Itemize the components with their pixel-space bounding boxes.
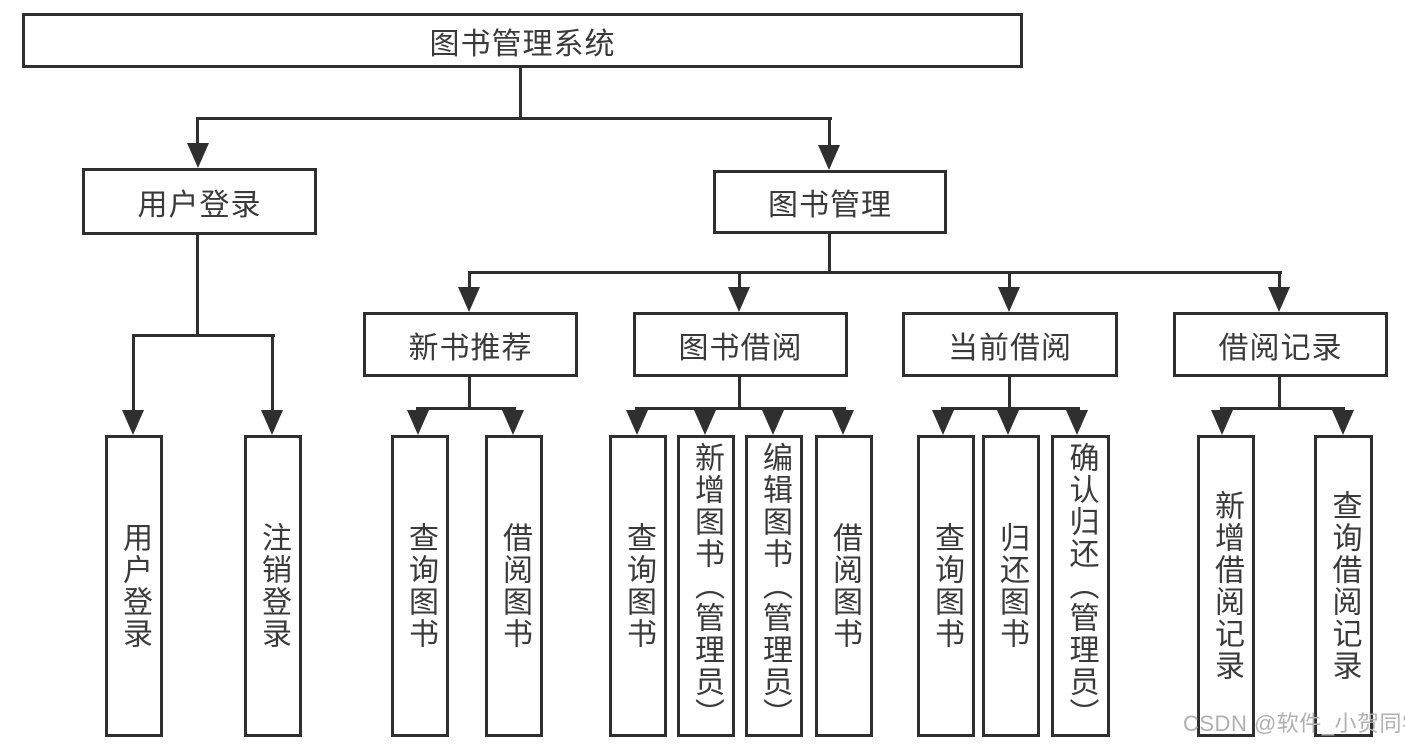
arrowhead-down-icon	[1066, 410, 1088, 435]
leaf-query-books-current: 查询图书	[917, 435, 975, 737]
watermark-text: CSDN @软件_小贺同学	[1183, 711, 1405, 736]
leaf-edit-book-admin: 编辑图书（管理员）	[745, 435, 803, 737]
connector-line	[828, 117, 831, 148]
node-label: 归还图书	[995, 522, 1028, 650]
leaf-return-book: 归还图书	[982, 435, 1040, 737]
arrowhead-down-icon	[728, 287, 750, 312]
node-label: 查询图书	[930, 522, 963, 650]
leaf-query-books-borrowing: 查询图书	[609, 435, 667, 737]
leaf-user-login: 用户登录	[105, 435, 163, 737]
node-label: 编辑图书（管理员）	[758, 442, 791, 730]
node-new-book-recommend: 新书推荐	[363, 312, 578, 377]
arrowhead-down-icon	[997, 410, 1019, 435]
node-label: 用户登录	[118, 522, 151, 650]
connector-line	[132, 334, 275, 337]
node-label: 新书推荐	[408, 331, 533, 365]
node-label: 新增图书（管理员）	[690, 442, 723, 730]
arrowhead-down-icon	[932, 410, 954, 435]
arrowhead-down-icon	[187, 143, 209, 168]
arrowhead-down-icon	[122, 410, 144, 435]
node-label: 图书借阅	[678, 331, 803, 365]
leaf-borrow-books-recommend: 借阅图书	[485, 435, 543, 737]
connector-line	[1220, 407, 1345, 410]
node-borrowing-records: 借阅记录	[1173, 312, 1388, 377]
arrowhead-down-icon	[1211, 410, 1233, 435]
connector-line	[271, 334, 274, 413]
arrowhead-down-icon	[832, 410, 854, 435]
connector-line	[132, 334, 135, 413]
connector-line	[1278, 375, 1281, 410]
arrowhead-down-icon	[762, 410, 784, 435]
leaf-query-borrow-record: 查询借阅记录	[1314, 435, 1373, 737]
node-label: 用户登录	[137, 188, 262, 222]
node-user-login: 用户登录	[82, 168, 317, 235]
connector-line	[635, 407, 846, 410]
node-label: 图书管理	[768, 189, 892, 222]
connector-line	[519, 66, 522, 119]
connector-line	[468, 271, 1282, 274]
node-root: 图书管理系统	[22, 13, 1023, 68]
arrowhead-down-icon	[626, 410, 648, 435]
node-label: 查询图书	[622, 522, 655, 650]
node-label: 图书管理系统	[429, 27, 616, 61]
arrowhead-down-icon	[261, 410, 283, 435]
arrowhead-down-icon	[458, 287, 480, 312]
node-book-borrowing: 图书借阅	[633, 312, 848, 377]
node-label: 查询图书	[404, 522, 437, 650]
leaf-logout: 注销登录	[244, 435, 302, 737]
node-book-management: 图书管理	[713, 170, 947, 234]
node-label: 借阅图书	[498, 522, 531, 650]
connector-line	[468, 271, 471, 291]
node-label: 查询借阅记录	[1327, 490, 1361, 682]
connector-line	[196, 117, 832, 120]
node-label: 借阅图书	[828, 522, 861, 650]
leaf-add-book-admin: 新增图书（管理员）	[677, 435, 735, 737]
connector-line	[738, 375, 741, 410]
leaf-query-books-recommend: 查询图书	[391, 435, 449, 737]
connector-line	[828, 232, 831, 274]
node-label: 注销登录	[257, 522, 290, 650]
arrowhead-down-icon	[998, 287, 1020, 312]
node-label: 新增借阅记录	[1210, 490, 1243, 682]
connector-line	[1008, 271, 1011, 291]
arrowhead-down-icon	[1332, 410, 1354, 435]
node-label: 借阅记录	[1218, 331, 1343, 365]
arrowhead-down-icon	[694, 410, 716, 435]
arrowhead-down-icon	[502, 410, 524, 435]
connector-line	[416, 407, 516, 410]
connector-line	[941, 407, 1080, 410]
arrowhead-down-icon	[407, 410, 429, 435]
arrowhead-down-icon	[818, 145, 840, 170]
connector-line	[468, 375, 471, 410]
node-current-borrowing: 当前借阅	[902, 312, 1118, 377]
connector-line	[196, 117, 199, 147]
connector-line	[196, 233, 199, 336]
connector-line	[1008, 375, 1011, 410]
connector-line	[1278, 271, 1281, 291]
node-label: 当前借阅	[948, 331, 1072, 365]
node-label: 确认归还（管理员）	[1064, 442, 1098, 730]
leaf-borrow-books-borrowing: 借阅图书	[815, 435, 873, 737]
connector-line	[738, 271, 741, 291]
leaf-confirm-return-admin: 确认归还（管理员）	[1051, 435, 1110, 737]
leaf-add-borrow-record: 新增借阅记录	[1197, 435, 1255, 737]
arrowhead-down-icon	[1268, 287, 1290, 312]
